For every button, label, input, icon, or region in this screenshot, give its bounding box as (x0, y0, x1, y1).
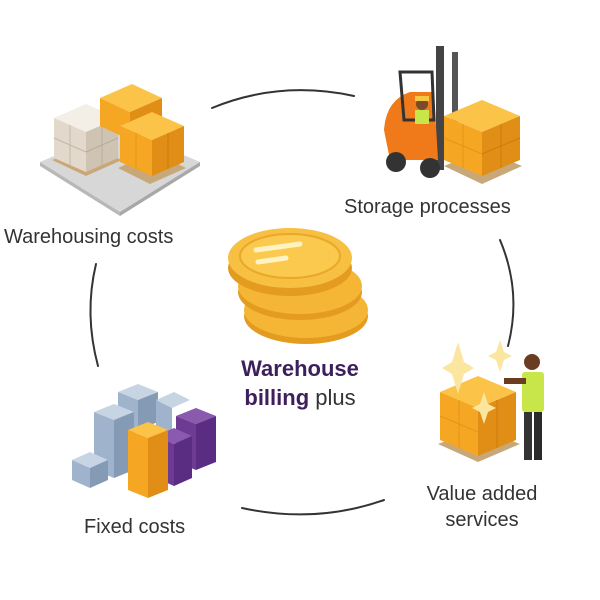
floor-tile-edge (40, 162, 120, 216)
sparkle-icon (488, 340, 512, 372)
driver-helmet (415, 96, 429, 101)
fixed-illustration (72, 384, 216, 498)
forklift-body (384, 92, 438, 160)
label-fixed-costs: Fixed costs (84, 516, 186, 538)
blue-block-right (90, 460, 108, 488)
arc-top (211, 89, 355, 109)
arc-right (499, 239, 515, 347)
warehousing-illustration (40, 84, 200, 216)
worker-vest (522, 372, 544, 412)
center-title-billing: billing (244, 385, 310, 410)
arc-bottom (241, 499, 385, 516)
floor-tile-edge (120, 162, 200, 216)
purple-bar-right (174, 436, 192, 486)
driver-vest (415, 110, 429, 124)
coin-face (239, 233, 341, 279)
worker-arm (504, 378, 526, 384)
forklift-mast (452, 52, 458, 170)
blue-block-top (156, 392, 190, 408)
worker-head (524, 354, 540, 370)
label-storage-processes: Storage processes (344, 196, 511, 218)
worker-leg (524, 412, 532, 460)
purple-bar-right (196, 416, 216, 470)
orange-box-top (100, 84, 162, 112)
forklift-mast (436, 46, 444, 170)
cycle-arcs (89, 89, 515, 516)
blue-block-left (72, 460, 90, 488)
forklift-cab (398, 70, 436, 122)
coins-illustration (228, 228, 368, 344)
forklift-wheel (420, 158, 440, 178)
value-illustration (438, 340, 544, 462)
blue-block-right (138, 392, 158, 430)
sparkle-icon (472, 392, 496, 424)
label-value-added-services: Value added services (426, 483, 538, 531)
arc-left (89, 263, 99, 367)
forklift-wheel (386, 152, 406, 172)
worker-leg (534, 412, 542, 460)
center-title: Warehouse billing plus (200, 354, 400, 412)
center-title-plus: plus (315, 385, 356, 410)
storage-illustration (384, 46, 522, 184)
label-warehousing-costs: Warehousing costs (4, 226, 174, 248)
orange-bar-left (128, 430, 148, 498)
blue-block-left (156, 400, 172, 434)
orange-bar-right (148, 430, 168, 498)
sparkle-icon (442, 342, 474, 394)
center-title-line1: Warehouse (241, 356, 359, 381)
